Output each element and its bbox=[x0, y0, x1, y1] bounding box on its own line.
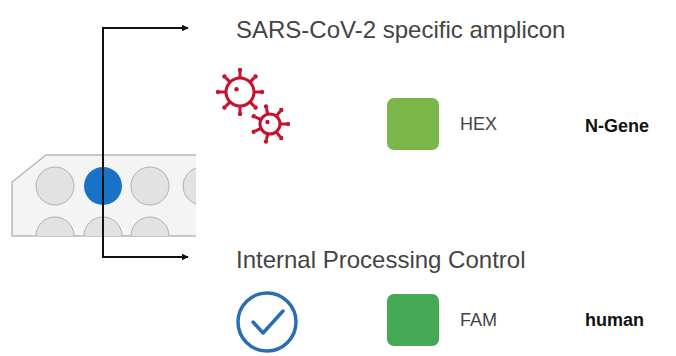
section-heading: SARS-CoV-2 specific amplicon bbox=[236, 16, 565, 44]
target-name: human bbox=[585, 310, 644, 331]
dye-name: FAM bbox=[460, 310, 497, 331]
dye-name: HEX bbox=[460, 114, 497, 135]
target-name: N-Gene bbox=[585, 116, 649, 137]
check-icon bbox=[238, 293, 296, 351]
color-swatch bbox=[387, 294, 439, 346]
virus-icon bbox=[216, 68, 290, 144]
color-swatch bbox=[387, 98, 439, 150]
section-heading: Internal Processing Control bbox=[236, 246, 525, 274]
leader-arrow bbox=[103, 28, 188, 186]
leader-arrow bbox=[103, 186, 188, 257]
